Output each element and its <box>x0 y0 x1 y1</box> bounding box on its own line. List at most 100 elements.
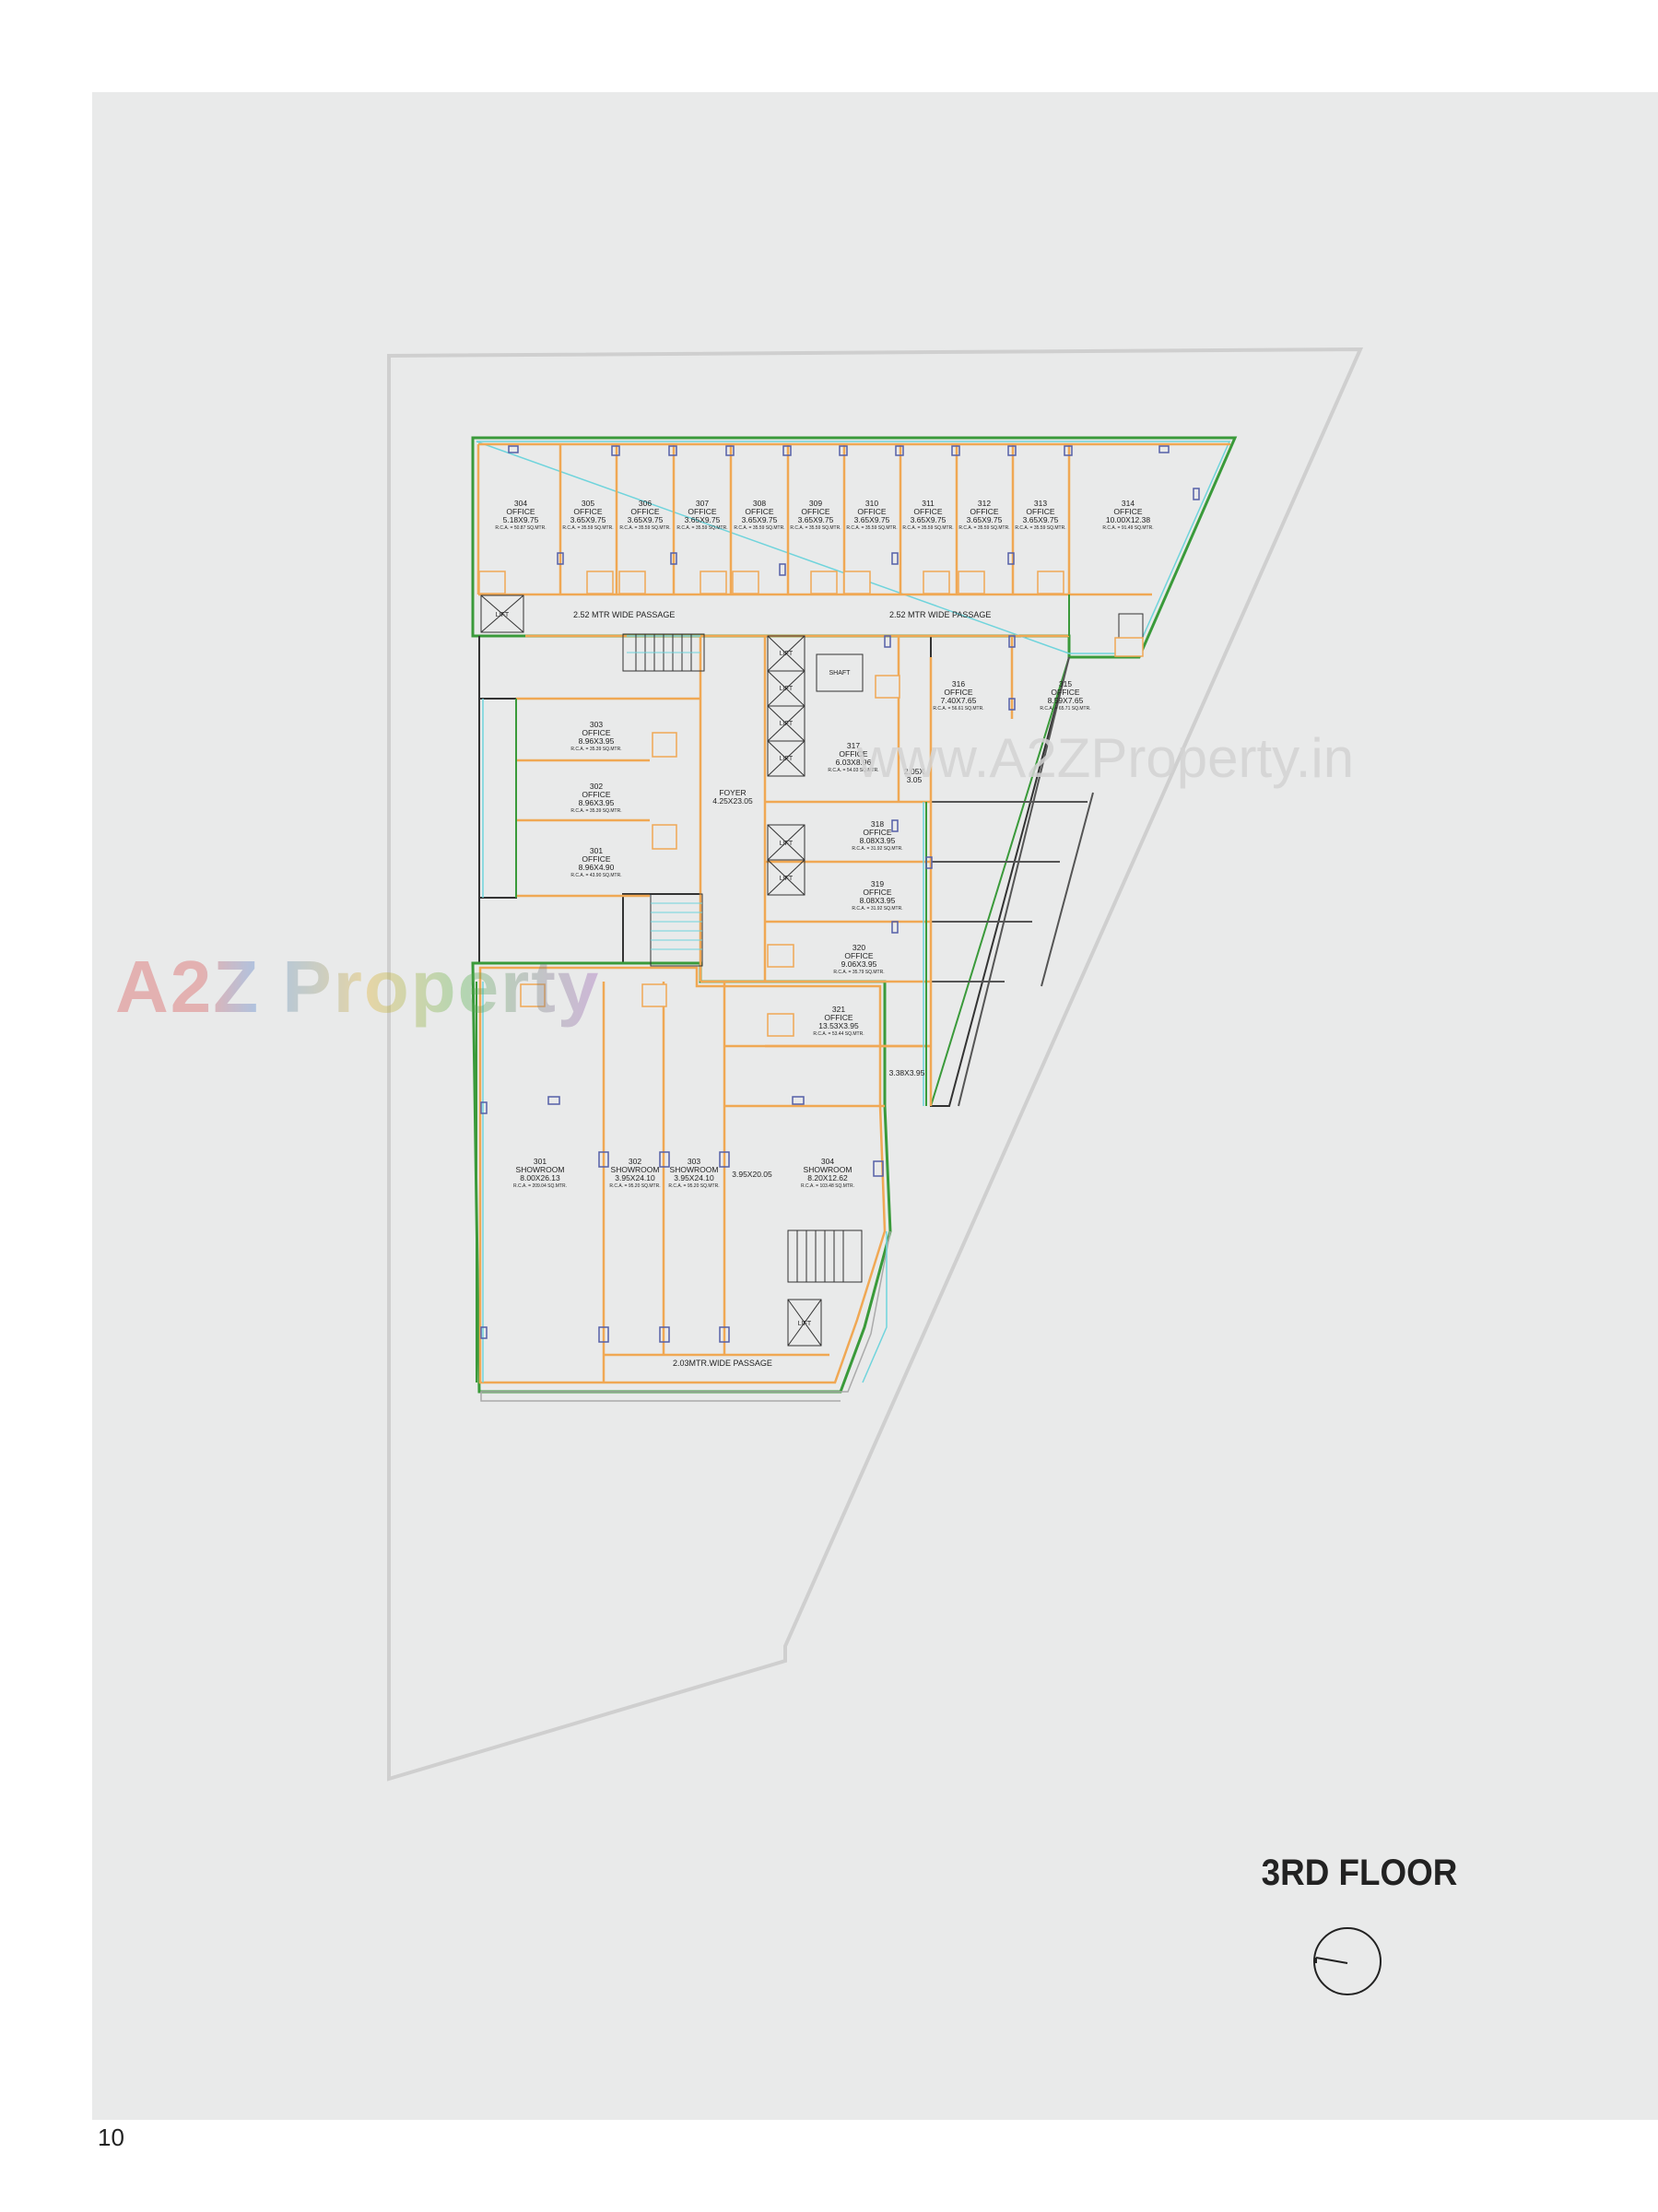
svg-text:OFFICE: OFFICE <box>582 854 610 864</box>
top-row-units: 304 OFFICE 5.18X9.75 R.C.A. = 50.87 SQ.M… <box>495 499 1153 531</box>
svg-text:OFFICE: OFFICE <box>944 688 972 697</box>
svg-text:315: 315 <box>1059 679 1072 688</box>
svg-text:OFFICE: OFFICE <box>824 1013 853 1022</box>
svg-text:312: 312 <box>978 499 991 508</box>
svg-text:6.03X8.96: 6.03X8.96 <box>836 758 872 767</box>
svg-text:311: 311 <box>922 499 935 508</box>
unit-316: 316 OFFICE 7.40X7.65 R.C.A. = 56.61 SQ.M… <box>933 679 983 712</box>
svg-text:3.65X9.75: 3.65X9.75 <box>911 515 947 524</box>
svg-text:R.C.A. = 56.61 SQ.MTR.: R.C.A. = 56.61 SQ.MTR. <box>933 706 983 712</box>
passage-label-left: 2.52 MTR WIDE PASSAGE <box>573 610 675 619</box>
svg-text:LIFT: LIFT <box>780 841 794 847</box>
unit-307: 307 OFFICE 3.65X9.75 R.C.A. = 35.59 SQ.M… <box>676 499 727 531</box>
svg-text:321: 321 <box>832 1005 845 1014</box>
svg-text:OFFICE: OFFICE <box>913 507 942 516</box>
page-number: 10 <box>98 2124 124 2151</box>
svg-text:R.C.A. = 50.87 SQ.MTR.: R.C.A. = 50.87 SQ.MTR. <box>495 525 546 531</box>
svg-text:3.95X24.10: 3.95X24.10 <box>615 1173 655 1182</box>
svg-text:OFFICE: OFFICE <box>630 507 659 516</box>
showrooms: 301 SHOWROOM 8.00X26.13 R.C.A. = 209.04 … <box>513 1157 854 1189</box>
svg-text:3.05: 3.05 <box>907 775 923 784</box>
svg-text:4.25X23.05: 4.25X23.05 <box>712 796 753 806</box>
passage-label-right: 2.52 MTR WIDE PASSAGE <box>889 610 991 619</box>
glazing-accents <box>476 594 1070 1382</box>
svg-text:R.C.A. = 35.59 SQ.MTR.: R.C.A. = 35.59 SQ.MTR. <box>902 525 953 531</box>
showroom-301: 301 SHOWROOM 8.00X26.13 R.C.A. = 209.04 … <box>513 1157 567 1189</box>
svg-text:R.C.A. = 103.48 SQ.MTR.: R.C.A. = 103.48 SQ.MTR. <box>801 1183 854 1189</box>
svg-text:R.C.A. = 35.59 SQ.MTR.: R.C.A. = 35.59 SQ.MTR. <box>1015 525 1065 531</box>
svg-text:313: 313 <box>1034 499 1047 508</box>
unit-312: 312 OFFICE 3.65X9.75 R.C.A. = 35.59 SQ.M… <box>958 499 1009 531</box>
unit-304: 304 OFFICE 5.18X9.75 R.C.A. = 50.87 SQ.M… <box>495 499 546 531</box>
svg-text:318: 318 <box>871 819 884 829</box>
svg-text:LIFT: LIFT <box>780 756 794 762</box>
lift-shafts <box>480 594 1144 896</box>
svg-text:OFFICE: OFFICE <box>801 507 829 516</box>
svg-text:306: 306 <box>639 499 652 508</box>
top-row-walls <box>476 442 1230 1382</box>
svg-text:5.18X9.75: 5.18X9.75 <box>503 515 539 524</box>
unit-306: 306 OFFICE 3.65X9.75 R.C.A. = 35.59 SQ.M… <box>619 499 670 531</box>
showroom-302: 302 SHOWROOM 3.95X24.10 R.C.A. = 95.20 S… <box>609 1157 660 1189</box>
svg-text:301: 301 <box>534 1157 547 1166</box>
svg-text:R.C.A. = 95.20 SQ.MTR.: R.C.A. = 95.20 SQ.MTR. <box>609 1183 660 1189</box>
svg-text:R.C.A. = 209.04 SQ.MTR.: R.C.A. = 209.04 SQ.MTR. <box>513 1183 567 1189</box>
svg-text:314: 314 <box>1122 499 1135 508</box>
svg-text:OFFICE: OFFICE <box>582 728 610 737</box>
unit-320: 320 OFFICE 9.06X3.95 R.C.A. = 35.79 SQ.M… <box>833 943 884 975</box>
svg-text:R.C.A. = 31.92 SQ.MTR.: R.C.A. = 31.92 SQ.MTR. <box>852 906 902 912</box>
stair-core-mid <box>650 893 703 967</box>
unit-315: 315 OFFICE 8.59X7.65 R.C.A. = 65.71 SQ.M… <box>1040 679 1090 712</box>
svg-text:OFFICE: OFFICE <box>970 507 998 516</box>
unit-301-left: 301 OFFICE 8.96X4.90 R.C.A. = 43.90 SQ.M… <box>570 846 621 878</box>
svg-text:3.65X9.75: 3.65X9.75 <box>1023 515 1059 524</box>
svg-text:R.C.A. = 35.59 SQ.MTR.: R.C.A. = 35.59 SQ.MTR. <box>676 525 727 531</box>
svg-text:304: 304 <box>514 499 527 508</box>
svg-text:R.C.A. = 35.59 SQ.MTR.: R.C.A. = 35.59 SQ.MTR. <box>619 525 670 531</box>
svg-text:R.C.A. = 35.59 SQ.MTR.: R.C.A. = 35.59 SQ.MTR. <box>790 525 841 531</box>
svg-text:9.06X3.95: 9.06X3.95 <box>841 959 877 969</box>
unit-321: 321 OFFICE 13.53X3.95 R.C.A. = 53.44 SQ.… <box>813 1005 864 1037</box>
toilet-blocks <box>478 571 1144 1037</box>
svg-text:R.C.A. = 35.59 SQ.MTR.: R.C.A. = 35.59 SQ.MTR. <box>562 525 613 531</box>
svg-text:3.95X20.05: 3.95X20.05 <box>732 1170 772 1179</box>
svg-text:8.96X3.95: 8.96X3.95 <box>579 736 615 746</box>
svg-text:3.38X3.95: 3.38X3.95 <box>889 1068 925 1077</box>
svg-text:317: 317 <box>847 741 860 750</box>
stair-core-top <box>622 633 705 672</box>
left-units: 303 OFFICE 8.96X3.95 R.C.A. = 35.39 SQ.M… <box>570 720 621 878</box>
unit-317: 317 OFFICE 6.03X8.96 R.C.A. = 54.03 SQ.M… <box>828 741 878 773</box>
svg-text:3.65X9.75: 3.65X9.75 <box>685 515 721 524</box>
svg-text:307: 307 <box>696 499 709 508</box>
svg-text:LIFT: LIFT <box>798 1321 812 1327</box>
columns <box>480 445 1200 1343</box>
svg-text:R.C.A. = 35.39 SQ.MTR.: R.C.A. = 35.39 SQ.MTR. <box>570 808 621 814</box>
svg-text:320: 320 <box>853 943 865 952</box>
svg-text:3.65X9.75: 3.65X9.75 <box>854 515 890 524</box>
watermark-url: www.A2ZProperty.in <box>857 727 1355 789</box>
svg-text:3.65X9.75: 3.65X9.75 <box>628 515 664 524</box>
svg-text:R.C.A. = 95.20 SQ.MTR.: R.C.A. = 95.20 SQ.MTR. <box>668 1183 719 1189</box>
svg-text:8.96X3.95: 8.96X3.95 <box>579 798 615 807</box>
svg-text:SHOWROOM: SHOWROOM <box>516 1165 565 1174</box>
svg-text:LIFT: LIFT <box>496 612 510 618</box>
unit-303-left: 303 OFFICE 8.96X3.95 R.C.A. = 35.39 SQ.M… <box>570 720 621 752</box>
svg-text:OFFICE: OFFICE <box>506 507 535 516</box>
unit-319: 319 OFFICE 8.08X3.95 R.C.A. = 31.92 SQ.M… <box>852 879 902 912</box>
showroom-304: 304 SHOWROOM 8.20X12.62 R.C.A. = 103.48 … <box>801 1157 854 1189</box>
site-boundary <box>387 347 1364 1782</box>
watermark-logo: A2Z Property <box>115 945 600 1030</box>
svg-text:LIFT: LIFT <box>780 651 794 657</box>
svg-text:OFFICE: OFFICE <box>844 951 873 960</box>
unit-302-left: 302 OFFICE 8.96X3.95 R.C.A. = 35.39 SQ.M… <box>570 782 621 814</box>
svg-text:316: 316 <box>952 679 965 688</box>
right-units: 316 OFFICE 7.40X7.65 R.C.A. = 56.61 SQ.M… <box>813 679 1090 1037</box>
svg-text:OFFICE: OFFICE <box>745 507 773 516</box>
unit-311: 311 OFFICE 3.65X9.75 R.C.A. = 35.59 SQ.M… <box>902 499 953 531</box>
svg-text:3.65X9.75: 3.65X9.75 <box>798 515 834 524</box>
svg-text:R.C.A. = 53.44 SQ.MTR.: R.C.A. = 53.44 SQ.MTR. <box>813 1031 864 1037</box>
svg-text:302: 302 <box>629 1157 641 1166</box>
foyer: FOYER 4.25X23.05 <box>712 788 753 806</box>
svg-text:R.C.A. = 35.79 SQ.MTR.: R.C.A. = 35.79 SQ.MTR. <box>833 970 884 975</box>
